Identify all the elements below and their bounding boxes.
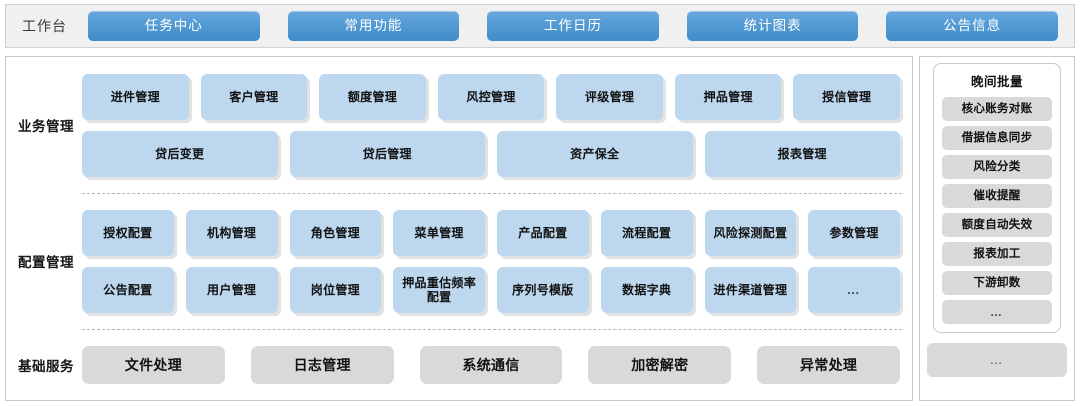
tile-encryption-decryption[interactable]: 加密解密 — [588, 345, 732, 384]
tile-product-config[interactable]: 产品配置 — [497, 209, 589, 256]
basic-services-row-1: 文件处理 日志管理 系统通信 加密解密 异常处理 — [82, 345, 900, 384]
night-batch-card: 晚间批量 核心账务对账 借据信息同步 风险分类 催收提醒 额度自动失效 报表加工… — [933, 63, 1061, 333]
tile-customer-management[interactable]: 客户管理 — [200, 73, 308, 120]
tile-serial-number-template[interactable]: 序列号模版 — [497, 266, 589, 313]
top-navigation-bar: 工作台 任务中心 常用功能 工作日历 统计图表 公告信息 — [5, 4, 1075, 48]
tile-credit-limit-management[interactable]: 额度管理 — [319, 73, 426, 120]
business-management-rows: 进件管理 客户管理 额度管理 风控管理 评级管理 押品管理 授信管理 贷后变更 … — [82, 73, 912, 177]
module-map-panel: 业务管理 进件管理 客户管理 额度管理 风控管理 评级管理 押品管理 授信管理 … — [5, 56, 913, 401]
tile-collateral-management[interactable]: 押品管理 — [674, 73, 782, 120]
tile-parameter-management[interactable]: 参数管理 — [808, 209, 900, 256]
tile-menu-management[interactable]: 菜单管理 — [393, 209, 485, 256]
section-basic-services: 基础服务 文件处理 日志管理 系统通信 加密解密 异常处理 — [6, 329, 912, 400]
batch-item-loan-note-sync[interactable]: 借据信息同步 — [942, 126, 1052, 150]
tile-credit-granting-management[interactable]: 授信管理 — [793, 73, 901, 120]
tile-authorization-config[interactable]: 授权配置 — [82, 209, 174, 256]
configuration-management-rows: 授权配置 机构管理 角色管理 菜单管理 产品配置 流程配置 风险探测配置 参数管… — [82, 209, 912, 313]
batch-item-downstream-data-unload[interactable]: 下游卸数 — [942, 271, 1052, 295]
tile-log-management[interactable]: 日志管理 — [250, 345, 394, 384]
business-row-1: 进件管理 客户管理 额度管理 风控管理 评级管理 押品管理 授信管理 — [82, 73, 901, 120]
workbench-label: 工作台 — [22, 18, 67, 34]
batch-item-more[interactable]: … — [942, 300, 1052, 324]
tile-risk-control-management[interactable]: 风控管理 — [437, 73, 545, 120]
batch-item-core-accounting-reconciliation[interactable]: 核心账务对账 — [942, 97, 1052, 121]
configuration-row-2: 公告配置 用户管理 岗位管理 押品重估频率配置 序列号模版 数据字典 进件渠道管… — [82, 266, 900, 313]
batch-item-risk-classification[interactable]: 风险分类 — [942, 155, 1052, 179]
tile-risk-detection-config[interactable]: 风险探测配置 — [704, 209, 797, 256]
section-configuration-management: 配置管理 授权配置 机构管理 角色管理 菜单管理 产品配置 流程配置 风险探测配… — [6, 193, 912, 329]
tile-post-loan-change[interactable]: 贷后变更 — [82, 130, 278, 177]
tile-report-management[interactable]: 报表管理 — [704, 130, 900, 177]
tile-rating-management[interactable]: 评级管理 — [556, 73, 663, 120]
tile-exception-handling[interactable]: 异常处理 — [757, 345, 900, 384]
top-nav-buttons: 任务中心 常用功能 工作日历 统计图表 公告信息 — [88, 11, 1064, 41]
business-row-2: 贷后变更 贷后管理 资产保全 报表管理 — [82, 130, 900, 177]
tile-application-channel-management[interactable]: 进件渠道管理 — [704, 266, 797, 313]
section-label-configuration-management: 配置管理 — [18, 255, 74, 270]
section-label-business-management: 业务管理 — [18, 119, 74, 134]
nav-button-announcements[interactable]: 公告信息 — [886, 11, 1058, 41]
tile-announcement-config[interactable]: 公告配置 — [82, 266, 174, 313]
section-divider-bottom — [82, 329, 902, 330]
tile-file-processing[interactable]: 文件处理 — [82, 345, 225, 384]
basic-services-rows: 文件处理 日志管理 系统通信 加密解密 异常处理 — [82, 345, 912, 384]
batch-item-report-processing[interactable]: 报表加工 — [942, 242, 1052, 266]
tile-system-communication[interactable]: 系统通信 — [419, 345, 563, 384]
right-panel-more-button[interactable]: … — [927, 343, 1067, 377]
tile-post-loan-management[interactable]: 贷后管理 — [289, 130, 485, 177]
tile-data-dictionary[interactable]: 数据字典 — [600, 266, 693, 313]
tile-role-management[interactable]: 角色管理 — [289, 209, 382, 256]
night-batch-title: 晚间批量 — [970, 75, 1023, 89]
nav-button-task-center[interactable]: 任务中心 — [88, 11, 260, 41]
tile-process-config[interactable]: 流程配置 — [600, 209, 693, 256]
batch-item-credit-limit-auto-expire[interactable]: 额度自动失效 — [942, 213, 1052, 237]
section-label-basic-services: 基础服务 — [18, 358, 74, 374]
nav-button-work-calendar[interactable]: 工作日历 — [487, 11, 659, 41]
tile-collateral-revaluation-frequency-config[interactable]: 押品重估频率配置 — [393, 266, 485, 313]
tile-organization-management[interactable]: 机构管理 — [185, 209, 278, 256]
tile-application-management[interactable]: 进件管理 — [82, 73, 189, 120]
configuration-row-1: 授权配置 机构管理 角色管理 菜单管理 产品配置 流程配置 风险探测配置 参数管… — [82, 209, 900, 256]
section-divider-top — [82, 193, 902, 194]
nav-button-statistics-charts[interactable]: 统计图表 — [686, 11, 859, 41]
tile-asset-preservation[interactable]: 资产保全 — [497, 130, 693, 177]
batch-item-collection-reminder[interactable]: 催收提醒 — [942, 184, 1052, 208]
nav-button-common-functions[interactable]: 常用功能 — [287, 11, 460, 41]
tile-post-management[interactable]: 岗位管理 — [289, 266, 382, 313]
tile-configuration-more[interactable]: … — [808, 266, 900, 313]
section-business-management: 业务管理 进件管理 客户管理 额度管理 风控管理 评级管理 押品管理 授信管理 … — [6, 57, 912, 193]
night-batch-panel: 晚间批量 核心账务对账 借据信息同步 风险分类 催收提醒 额度自动失效 报表加工… — [919, 56, 1075, 401]
tile-user-management[interactable]: 用户管理 — [185, 266, 278, 313]
